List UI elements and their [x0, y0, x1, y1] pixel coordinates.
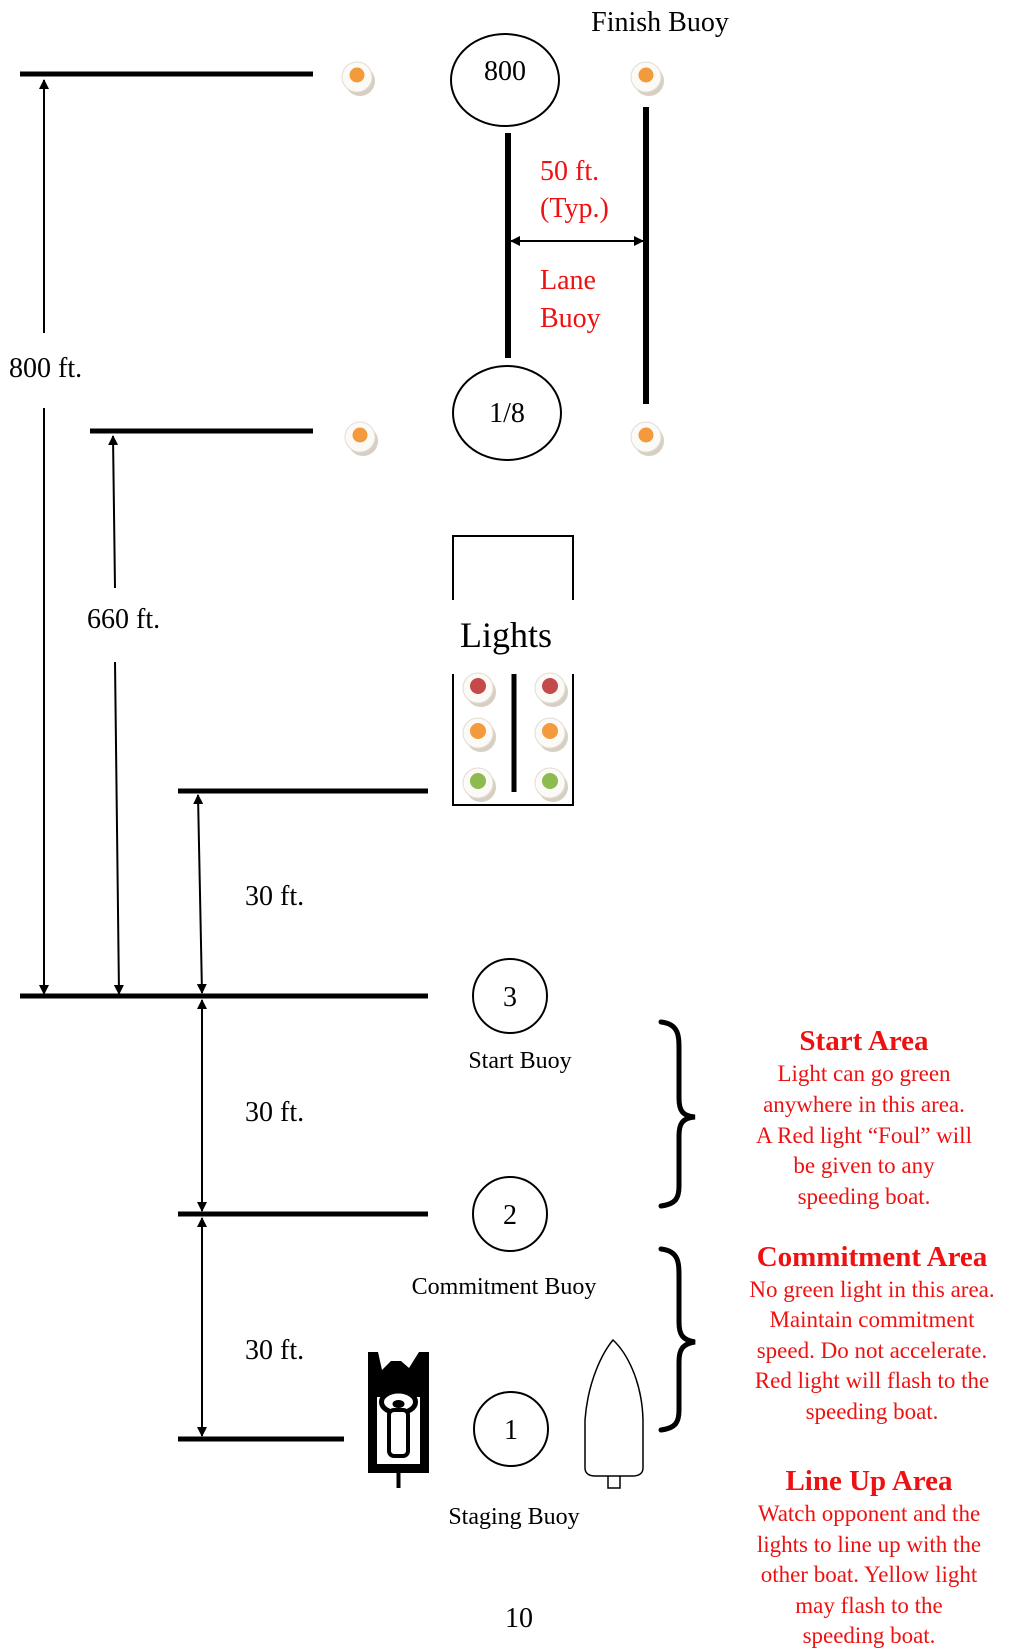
- start-area-line: be given to any: [793, 1153, 935, 1178]
- start-area-brace: [658, 1019, 696, 1209]
- lane-buoy-label-line2: Buoy: [540, 303, 601, 334]
- commitment-area-title: Commitment Area: [757, 1241, 988, 1273]
- lights-box-bottom: [452, 674, 574, 806]
- light-red-left: [462, 672, 496, 707]
- dim-660-arrow-upper: [108, 435, 119, 589]
- light-green-right: [534, 767, 568, 802]
- start-area-line: speeding boat.: [798, 1184, 931, 1209]
- dim-660-arrow-lower: [113, 661, 124, 995]
- buoy-800-label: 800: [484, 56, 526, 87]
- commitment-area-line: Red light will flash to the: [755, 1368, 989, 1393]
- lineup-area-title: Line Up Area: [785, 1465, 953, 1497]
- lineup-area-line: may flash to the: [795, 1593, 943, 1618]
- lineup-area-line: lights to line up with the: [757, 1532, 981, 1557]
- finish-buoy-label: Finish Buoy: [591, 7, 729, 38]
- commitment-area-note: Commitment Area No green light in this a…: [749, 1241, 994, 1424]
- dim-800-label: 800 ft.: [9, 353, 82, 384]
- commitment-area-line: Maintain commitment: [769, 1307, 975, 1332]
- buoy-1-label: 1: [504, 1415, 518, 1446]
- buoy-eighth-label: 1/8: [489, 398, 525, 429]
- dim-30-label-start: 30 ft.: [245, 1097, 304, 1128]
- light-green-left: [462, 767, 496, 802]
- buoy-3-circle: [472, 958, 548, 1034]
- dim-30-label-lights: 30 ft.: [245, 881, 304, 912]
- buoy-2-circle: [472, 1176, 548, 1252]
- commitment-area-line: speeding boat.: [806, 1399, 939, 1424]
- boat-icon: [584, 1338, 644, 1489]
- staging-buoy-label: Staging Buoy: [448, 1504, 579, 1530]
- start-area-note: Start Area Light can go green anywhere i…: [756, 1025, 972, 1209]
- lineup-area-line: speeding boat.: [803, 1623, 936, 1648]
- page-number: 10: [505, 1603, 533, 1634]
- start-area-line: anywhere in this area.: [763, 1092, 965, 1117]
- buoy-3-label: 3: [503, 982, 517, 1013]
- commitment-buoy-label: Commitment Buoy: [412, 1274, 597, 1300]
- start-buoy-label: Start Buoy: [468, 1048, 571, 1074]
- lights-box-top: [452, 535, 574, 600]
- buoy-eighth-left: [344, 421, 378, 456]
- buoy-eighth-right: [630, 421, 664, 456]
- dim-30-arrow-lights: [193, 794, 207, 994]
- lineup-area-line: Watch opponent and the: [758, 1501, 980, 1526]
- buoy-finish-left: [341, 61, 375, 96]
- buoy-eighth-circle: [452, 365, 562, 461]
- lineup-area-note: Line Up Area Watch opponent and the ligh…: [757, 1465, 981, 1648]
- commitment-area-brace: [658, 1246, 696, 1433]
- lane-buoy-label-line1: Lane: [540, 265, 596, 296]
- lane-spacing-label-line2: (Typ.): [540, 193, 609, 224]
- buoy-2-label: 2: [503, 1200, 517, 1231]
- lineup-area-line: other boat. Yellow light: [761, 1562, 978, 1587]
- buoy-finish-right: [630, 61, 664, 96]
- buoy-800-circle: [450, 33, 560, 127]
- start-area-line: Light can go green: [777, 1061, 951, 1086]
- dim-660-label: 660 ft.: [87, 604, 160, 635]
- commitment-area-line: speed. Do not accelerate.: [757, 1338, 988, 1363]
- lane-spacing-label-line1: 50 ft.: [540, 156, 599, 187]
- lights-label: Lights: [460, 615, 552, 655]
- watercraft-icon: [368, 1352, 429, 1488]
- light-yellow-right: [534, 717, 568, 752]
- start-area-title: Start Area: [799, 1025, 929, 1057]
- light-red-right: [534, 672, 568, 707]
- buoy-1-circle: [473, 1391, 549, 1467]
- commitment-area-line: No green light in this area.: [749, 1277, 994, 1302]
- light-yellow-left: [462, 717, 496, 752]
- dim-30-label-commitment: 30 ft.: [245, 1335, 304, 1366]
- start-area-line: A Red light “Foul” will: [756, 1123, 972, 1148]
